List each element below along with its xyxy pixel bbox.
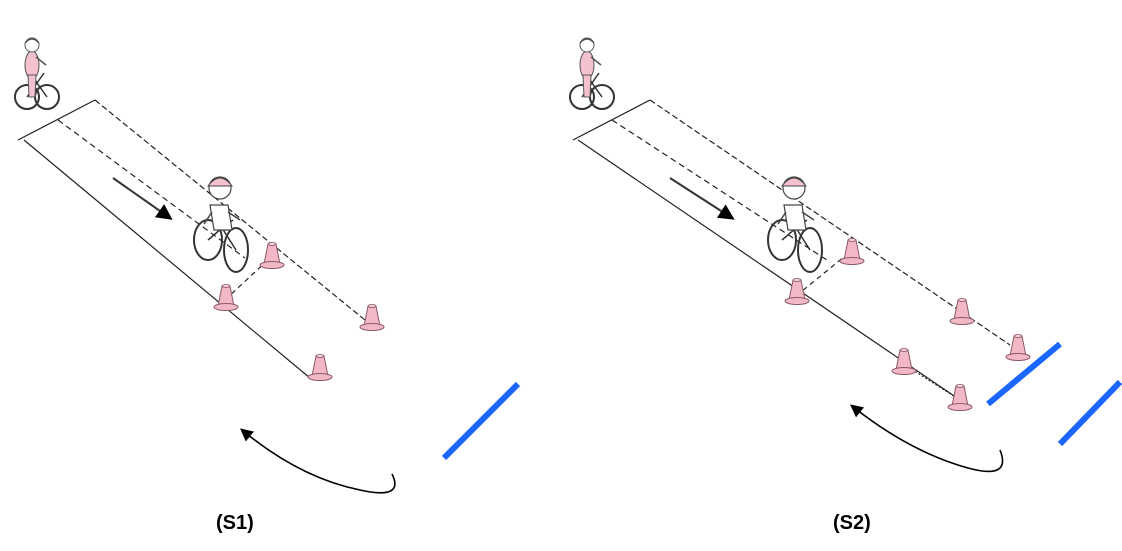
cone-icon (839, 238, 865, 265)
cone-icon (213, 284, 239, 311)
lane-outline (17, 99, 366, 379)
cyclist-icon (193, 176, 249, 273)
cone-icon (259, 242, 285, 269)
panel-caption-s1: (S1) (216, 512, 254, 534)
finish-line-bar-icon (441, 381, 521, 461)
lane-outline (572, 99, 1011, 401)
waiting-rider-icon (14, 37, 60, 110)
cone-icon (949, 298, 975, 325)
panel-caption-s2: (S2) (833, 512, 871, 534)
return-arrow-icon (849, 404, 1004, 473)
cone-icon (1005, 334, 1031, 361)
finish-line-bar-icon (986, 341, 1062, 407)
cone-icon (359, 304, 385, 331)
return-arrow-icon (240, 428, 396, 494)
waiting-rider-icon (569, 37, 615, 110)
panel-s1 (14, 37, 521, 494)
direction-arrow-icon (112, 177, 173, 220)
direction-arrow-icon (669, 177, 735, 220)
cone-icon (784, 278, 810, 305)
panel-s2 (569, 37, 1122, 473)
cone-icon (891, 348, 917, 375)
cone-icon (947, 384, 973, 411)
finish-line-bar-icon (1057, 379, 1122, 447)
cyclist-icon (767, 176, 823, 273)
cone-icon (307, 354, 333, 381)
